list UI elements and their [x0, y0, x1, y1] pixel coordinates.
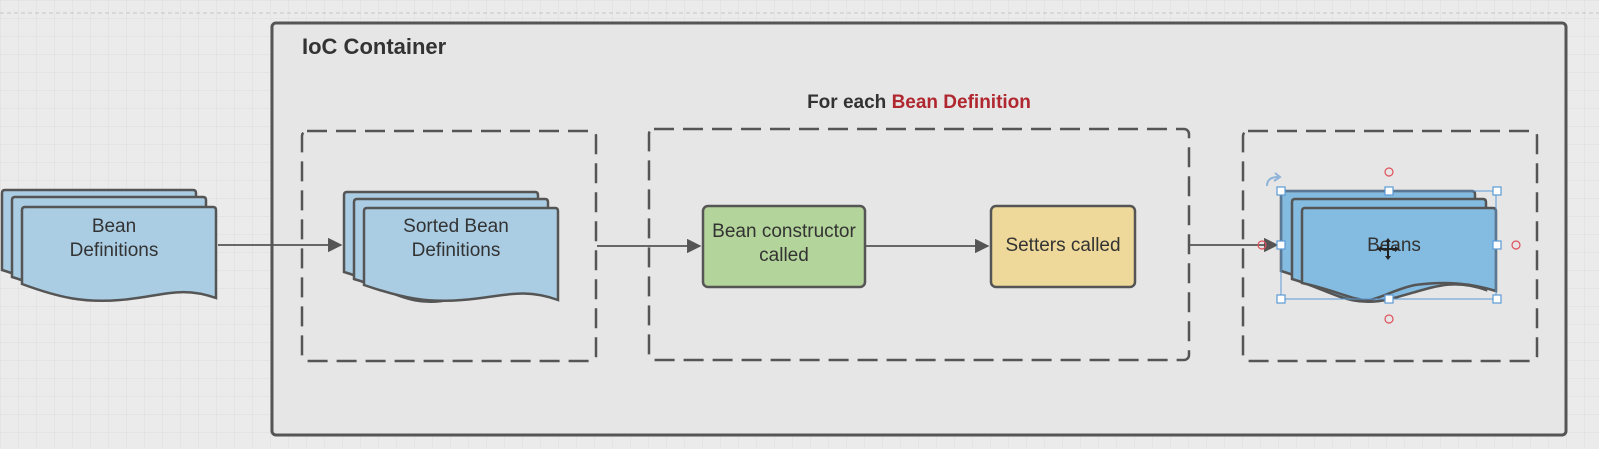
bean-constructor-node[interactable]: Bean constructor called: [701, 204, 867, 289]
selection-overlay: [1257, 167, 1521, 324]
setters-node[interactable]: Setters called: [989, 204, 1137, 289]
for-each-prefix: For each: [807, 92, 891, 113]
connection-point-bottom[interactable]: [1384, 314, 1394, 324]
beans-label: Beans: [1367, 235, 1421, 256]
connection-point-left[interactable]: [1257, 240, 1267, 250]
for-each-group[interactable]: [647, 127, 1191, 362]
bean-definitions-label-line1: Bean: [92, 216, 136, 237]
for-each-highlight: Bean Definition: [892, 92, 1031, 113]
sorted-bean-definitions-label-line2: Definitions: [412, 240, 501, 261]
resize-handle-bottom-left[interactable]: [1276, 294, 1286, 304]
resize-handle-right[interactable]: [1492, 240, 1502, 250]
ioc-container-title: IoC Container: [302, 34, 447, 59]
setters-label: Setters called: [1005, 235, 1120, 256]
move-cursor-icon: [1377, 238, 1399, 260]
bean-definitions-label-line2: Definitions: [70, 240, 159, 261]
resize-handle-bottom-right[interactable]: [1492, 294, 1502, 304]
connection-point-right[interactable]: [1511, 240, 1521, 250]
sorted-bean-definitions-node[interactable]: Sorted Bean Definitions: [342, 190, 560, 304]
bean-constructor-label-line1: Bean constructor: [712, 221, 856, 242]
resize-handle-top-left[interactable]: [1276, 186, 1286, 196]
resize-handle-left[interactable]: [1276, 240, 1286, 250]
bean-constructor-label-line2: called: [759, 245, 809, 266]
beans-node[interactable]: Beans: [1279, 189, 1498, 304]
sorted-bean-definitions-label-line1: Sorted Bean: [403, 216, 509, 237]
for-each-label: For each Bean Definition: [807, 92, 1031, 113]
rotate-handle-icon[interactable]: [1266, 176, 1279, 187]
resize-handle-top[interactable]: [1384, 186, 1394, 196]
resize-handle-bottom[interactable]: [1384, 294, 1394, 304]
resize-handle-top-right[interactable]: [1492, 186, 1502, 196]
ioc-container[interactable]: [270, 21, 1568, 437]
bean-definitions-node[interactable]: Bean Definitions: [0, 188, 218, 303]
connection-point-top[interactable]: [1384, 167, 1394, 177]
